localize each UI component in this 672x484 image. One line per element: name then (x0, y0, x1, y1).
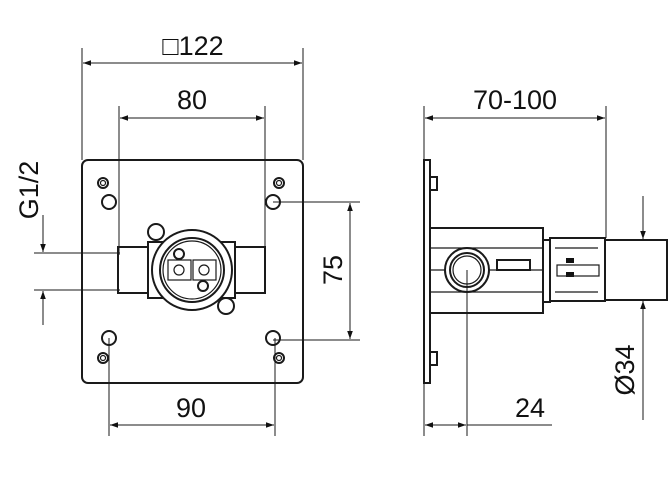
dimension-diameter-34: Ø34 (610, 196, 646, 420)
sleeve (604, 239, 668, 301)
dimension-122: □122 (81, 31, 304, 160)
screws (97, 177, 285, 364)
side-view: 70-100 Ø34 24 (423, 85, 668, 436)
dimension-24: 24 (423, 270, 552, 436)
svg-text:80: 80 (177, 85, 207, 115)
svg-text:24: 24 (515, 393, 545, 423)
dimension-80: 80 (118, 85, 266, 255)
svg-text:90: 90 (176, 393, 206, 423)
svg-text:70-100: 70-100 (473, 85, 557, 115)
dimension-90: 90 (108, 338, 276, 436)
dimension-70-100: 70-100 (423, 85, 607, 238)
svg-text:□122: □122 (162, 31, 223, 61)
svg-text:G1/2: G1/2 (14, 161, 44, 220)
mounting-holes (101, 194, 281, 346)
svg-text:Ø34: Ø34 (610, 344, 640, 395)
front-view: □122 80 90 75 G1/2 (14, 31, 360, 436)
valve-body (117, 223, 266, 315)
svg-text:75: 75 (318, 255, 348, 285)
dimension-g12: G1/2 (14, 161, 120, 325)
dimension-75: 75 (273, 201, 360, 341)
